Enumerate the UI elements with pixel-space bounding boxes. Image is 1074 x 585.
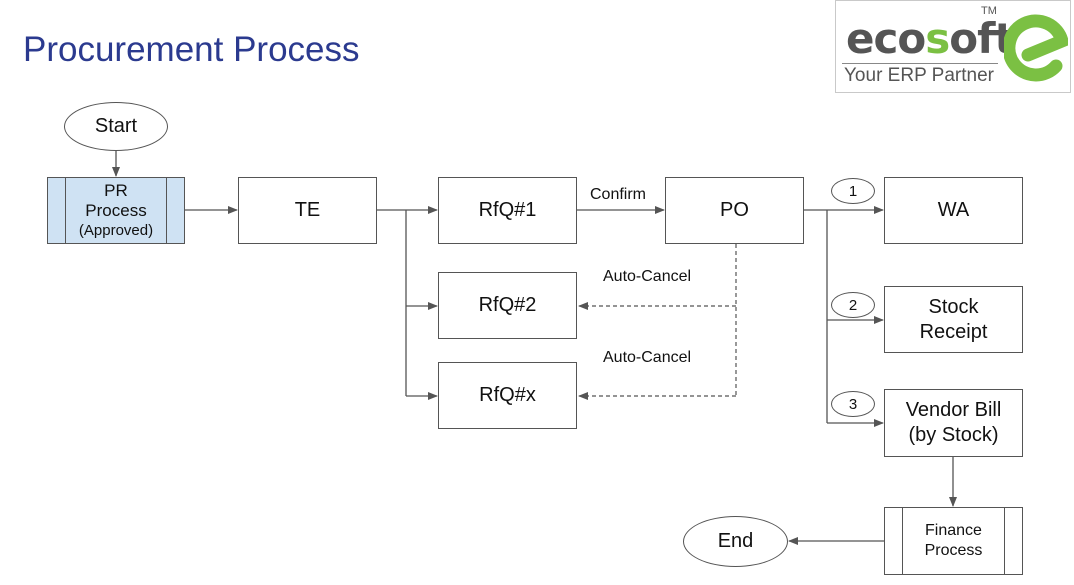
logo-e-mark-icon: [1004, 14, 1068, 82]
vendor-bill-node: Vendor Bill (by Stock): [884, 389, 1023, 457]
stock-receipt-node: Stock Receipt: [884, 286, 1023, 353]
step-badge-1: 1: [831, 178, 875, 204]
wa-node: WA: [884, 177, 1023, 244]
rfq1-label: RfQ#1: [478, 199, 537, 221]
confirm-label: Confirm: [590, 186, 647, 203]
rfq1-node: RfQ#1: [438, 177, 577, 244]
start-node: Start: [64, 102, 168, 151]
po-label: PO: [720, 199, 749, 221]
rfq2-label: RfQ#2: [478, 294, 537, 316]
logo-tagline: Your ERP Partner: [844, 65, 994, 86]
page-title: Procurement Process: [23, 30, 360, 69]
pr-label-line3: (Approved): [78, 221, 154, 239]
logo-trademark: TM: [981, 5, 997, 17]
pr-process-node: PR Process (Approved): [47, 177, 185, 244]
auto-cancel-label-2: Auto-Cancel: [603, 349, 692, 366]
pr-label-line1: PR: [104, 180, 128, 200]
wa-label: WA: [937, 199, 970, 221]
auto-cancel-label-1: Auto-Cancel: [603, 268, 692, 285]
finance-label-line1: Finance: [925, 522, 982, 539]
start-label: Start: [94, 115, 138, 137]
finance-label-line2: Process: [924, 542, 983, 559]
bill-label-line1: Vendor Bill: [905, 399, 1002, 421]
ecosoft-logo: ecosoft TM Your ERP Partner: [835, 0, 1071, 93]
bill-label-line2: (by Stock): [908, 424, 999, 446]
logo-brand: ecosoft: [846, 14, 1014, 63]
te-label: TE: [294, 199, 321, 221]
rfqx-node: RfQ#x: [438, 362, 577, 429]
end-node: End: [683, 516, 788, 567]
te-node: TE: [238, 177, 377, 244]
pr-label-line2: Process: [85, 200, 147, 220]
rfqx-label: RfQ#x: [479, 384, 536, 406]
logo-rule: [842, 63, 998, 64]
step-badge-3: 3: [831, 391, 875, 417]
stock-label-line1: Stock: [928, 295, 979, 318]
po-node: PO: [665, 177, 804, 244]
finance-process-node: Finance Process: [884, 507, 1023, 575]
stock-label-line2: Receipt: [919, 320, 988, 343]
rfq2-node: RfQ#2: [438, 272, 577, 339]
end-label: End: [717, 530, 754, 552]
step-badge-2: 2: [831, 292, 875, 318]
